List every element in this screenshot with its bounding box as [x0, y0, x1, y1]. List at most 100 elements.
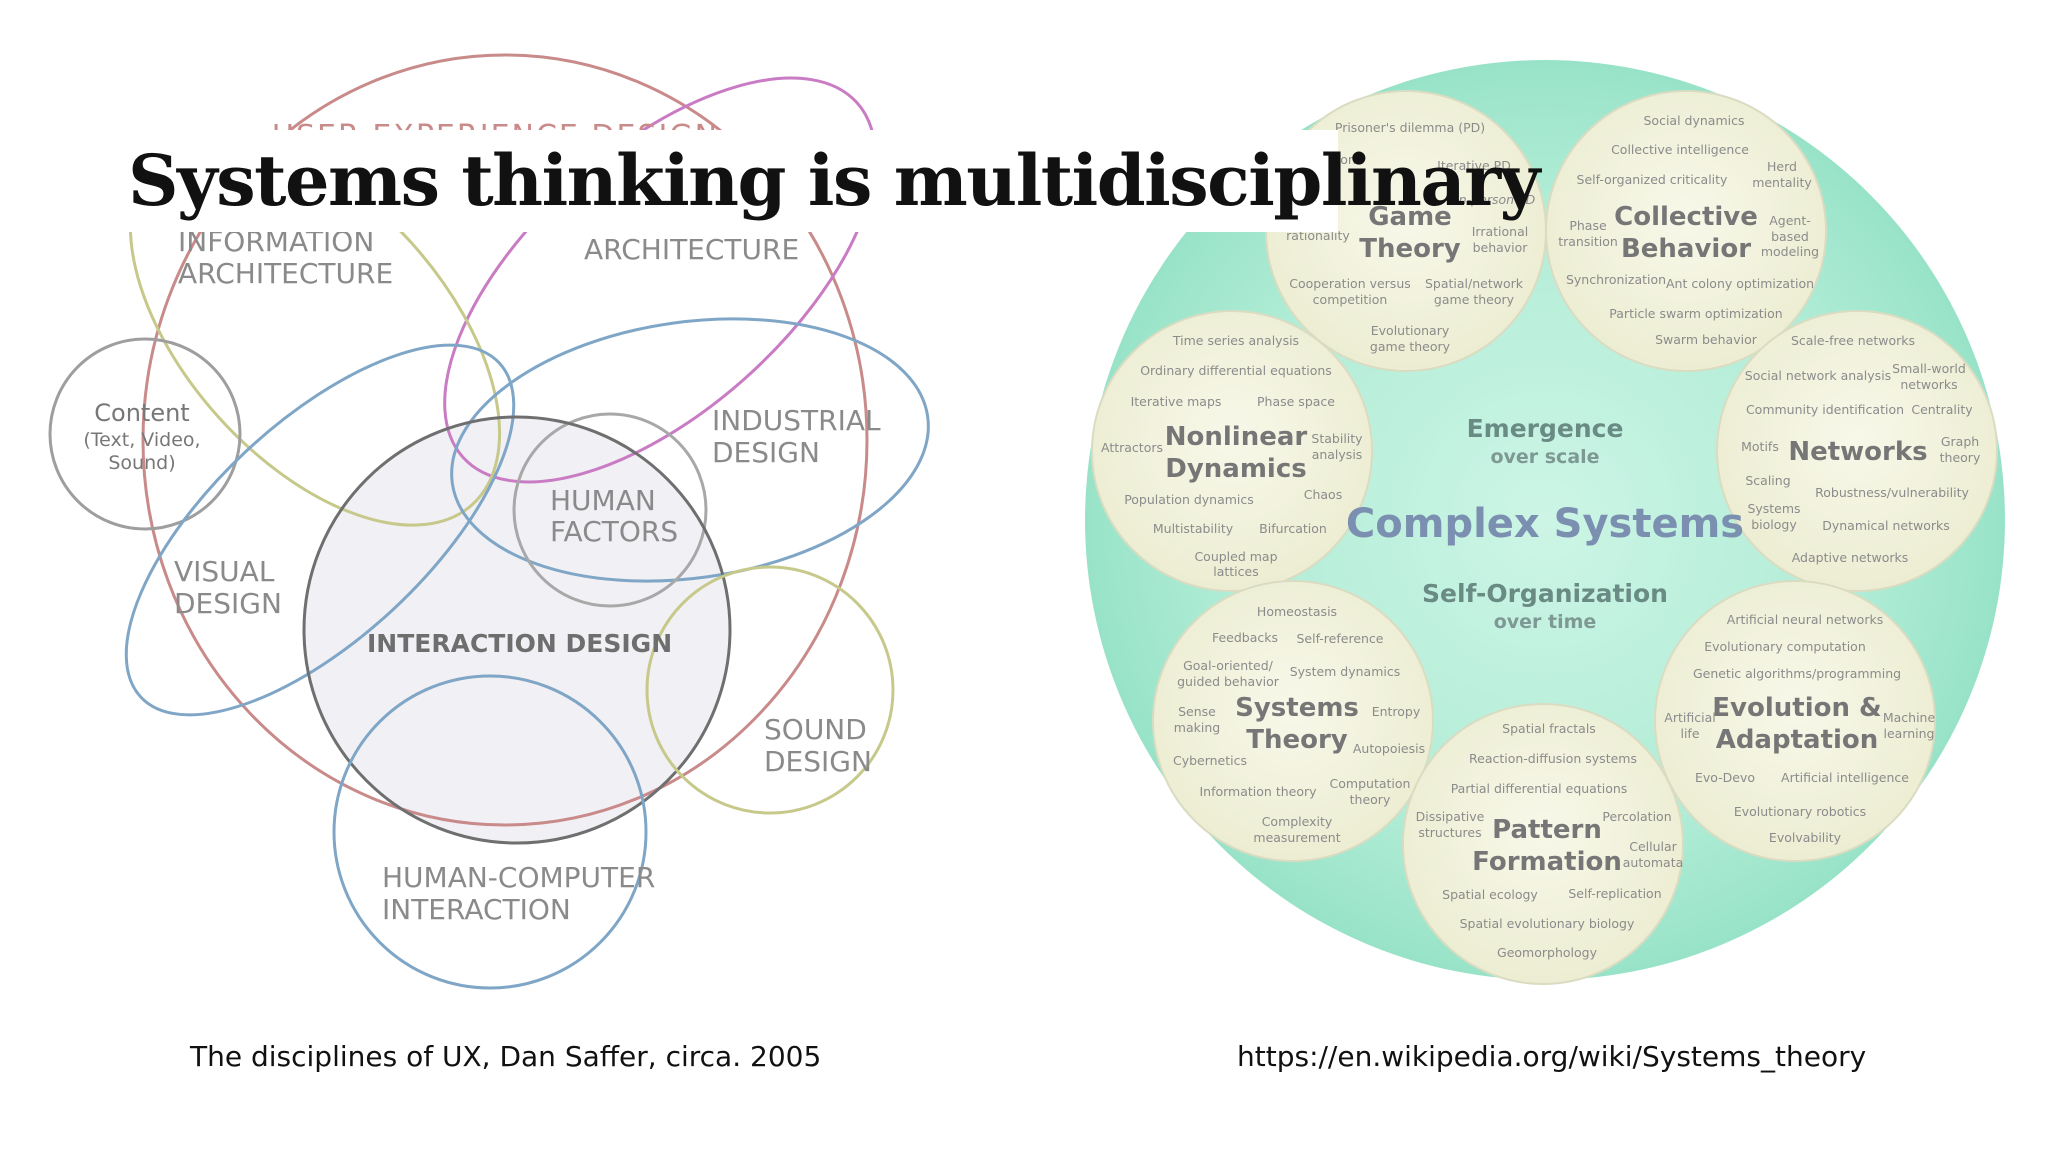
topic: Systems: [1747, 501, 1800, 516]
game-theory-group: Game Theory Prisoner's dilemma (PD) deci…: [1286, 120, 1535, 354]
topic: Evolutionary: [1371, 323, 1450, 338]
topic: Iterative PD: [1437, 158, 1511, 173]
interaction-label: INTERACTION DESIGN: [367, 629, 672, 658]
topic: Population dynamics: [1124, 492, 1254, 507]
topic: Multistability: [1153, 521, 1234, 536]
topic: Phase space: [1257, 394, 1335, 409]
topic: Bifurcation: [1259, 521, 1327, 536]
topic: Cellular: [1629, 839, 1677, 854]
node-systems-theory: [1152, 580, 1434, 862]
interaction-design-fill: [304, 417, 730, 843]
visual-design-ellipse: [124, 343, 516, 717]
content-label-2: (Text, Video,: [83, 429, 200, 451]
self-organization-label: Self-Organization: [1422, 579, 1668, 608]
content-label-1: Content: [94, 399, 189, 427]
sound-label-1: SOUND: [764, 713, 867, 746]
topic: Collective intelligence: [1611, 142, 1749, 157]
topic: Iterative maps: [1131, 394, 1222, 409]
nonlinear-title-1: Nonlinear: [1165, 422, 1308, 452]
game-theory-title-1: Game: [1368, 202, 1452, 232]
node-evolution-adaptation: [1654, 580, 1936, 862]
visual-label-1: VISUAL: [174, 555, 275, 588]
topic: mentality: [1752, 175, 1812, 190]
topic: Sense: [1178, 704, 1216, 719]
topic: Community identification: [1746, 402, 1904, 417]
topic: Social dynamics: [1644, 113, 1745, 128]
topic: automata: [1623, 855, 1684, 870]
topic: game theory: [1370, 339, 1451, 354]
content-circle: [48, 337, 242, 531]
industrial-design-ellipse: [450, 317, 930, 583]
topic: Motifs: [1741, 439, 1779, 454]
topic: Percolation: [1602, 809, 1671, 824]
topic: Adaptive networks: [1792, 550, 1909, 565]
topic: life: [1680, 726, 1699, 741]
topic: Computation: [1330, 776, 1411, 791]
topic: game theory: [1434, 292, 1515, 307]
node-nonlinear-dynamics: [1091, 310, 1373, 592]
emergence-sub-label: over scale: [1490, 446, 1599, 468]
topic: Dissipative: [1416, 809, 1485, 824]
topic: Cooperation versus: [1289, 276, 1411, 291]
networks-group: Networks Scale-free networks Social netw…: [1741, 333, 1981, 565]
topic: biology: [1751, 517, 1797, 532]
topic: Geomorphology: [1497, 945, 1598, 960]
topic: Scaling: [1745, 473, 1790, 488]
topic: Feedbacks: [1212, 630, 1278, 645]
topic: Small-world: [1892, 361, 1966, 376]
self-organization-sub-label: over time: [1494, 611, 1597, 633]
topic: Autopoiesis: [1353, 741, 1425, 756]
collective-title-1: Collective: [1614, 202, 1758, 232]
topic: Attractors: [1101, 440, 1163, 455]
systems-theory-group: Systems Theory Homeostasis Feedbacks Sel…: [1173, 604, 1425, 845]
evolution-adaptation-group: Evolution & Adaptation Artificial neural…: [1664, 612, 1935, 845]
topic: transition: [1558, 234, 1618, 249]
topic: Time series analysis: [1172, 333, 1299, 348]
topic: Robustness/vulnerability: [1815, 485, 1969, 500]
evolution-title-1: Evolution &: [1712, 693, 1881, 723]
topic: learning: [1884, 726, 1935, 741]
topic: Evolvability: [1769, 830, 1842, 845]
topic: analysis: [1312, 447, 1363, 462]
topic: behavior: [1473, 240, 1529, 255]
evolution-title-2: Adaptation: [1716, 725, 1879, 755]
topic: making: [1174, 720, 1220, 735]
topic: networks: [1900, 377, 1957, 392]
collective-title-2: Behavior: [1621, 234, 1751, 264]
human-factors-circle: [512, 412, 708, 608]
hci-circle: [332, 674, 648, 990]
topic: Artificial neural networks: [1727, 612, 1883, 627]
visual-label-2: DESIGN: [174, 587, 282, 620]
topic: Homeostasis: [1257, 604, 1337, 619]
sound-design-circle: [645, 565, 895, 815]
topic: Artificial intelligence: [1781, 770, 1909, 785]
caption-right-link[interactable]: https://en.wikipedia.org/wiki/Systems_th…: [1237, 1040, 1867, 1073]
topic: Artificial: [1664, 710, 1715, 725]
topic: Self-organized criticality: [1577, 172, 1729, 187]
topic: Complexity: [1262, 814, 1333, 829]
topic: based: [1771, 229, 1809, 244]
systems-theory-title-1: Systems: [1235, 693, 1359, 723]
topic: Information theory: [1199, 784, 1317, 799]
topic: structures: [1418, 825, 1481, 840]
interaction-design-circle: [302, 415, 732, 845]
topic: Spatial fractals: [1502, 721, 1596, 736]
systems-theory-title-2: Theory: [1246, 725, 1348, 755]
info-arch-label-2: ARCHITECTURE: [178, 257, 393, 290]
topic: measurement: [1253, 830, 1340, 845]
topic: Spatial evolutionary biology: [1460, 916, 1635, 931]
topic: theory: [1940, 450, 1981, 465]
topic: Ordinary differential equations: [1140, 363, 1332, 378]
node-collective-behavior: [1545, 90, 1827, 372]
complex-systems-title: Complex Systems: [1346, 501, 1744, 547]
topic: Synchronization: [1566, 272, 1666, 287]
topic: Coupled map: [1194, 549, 1277, 564]
topic: Scale-free networks: [1791, 333, 1915, 348]
pattern-title-1: Pattern: [1492, 815, 1602, 845]
topic: competition: [1313, 292, 1388, 307]
topic: Prisoner's dilemma (PD): [1335, 120, 1485, 135]
networks-title-1: Networks: [1788, 437, 1927, 467]
nonlinear-title-2: Dynamics: [1165, 454, 1306, 484]
industrial-label-2: DESIGN: [712, 436, 820, 469]
